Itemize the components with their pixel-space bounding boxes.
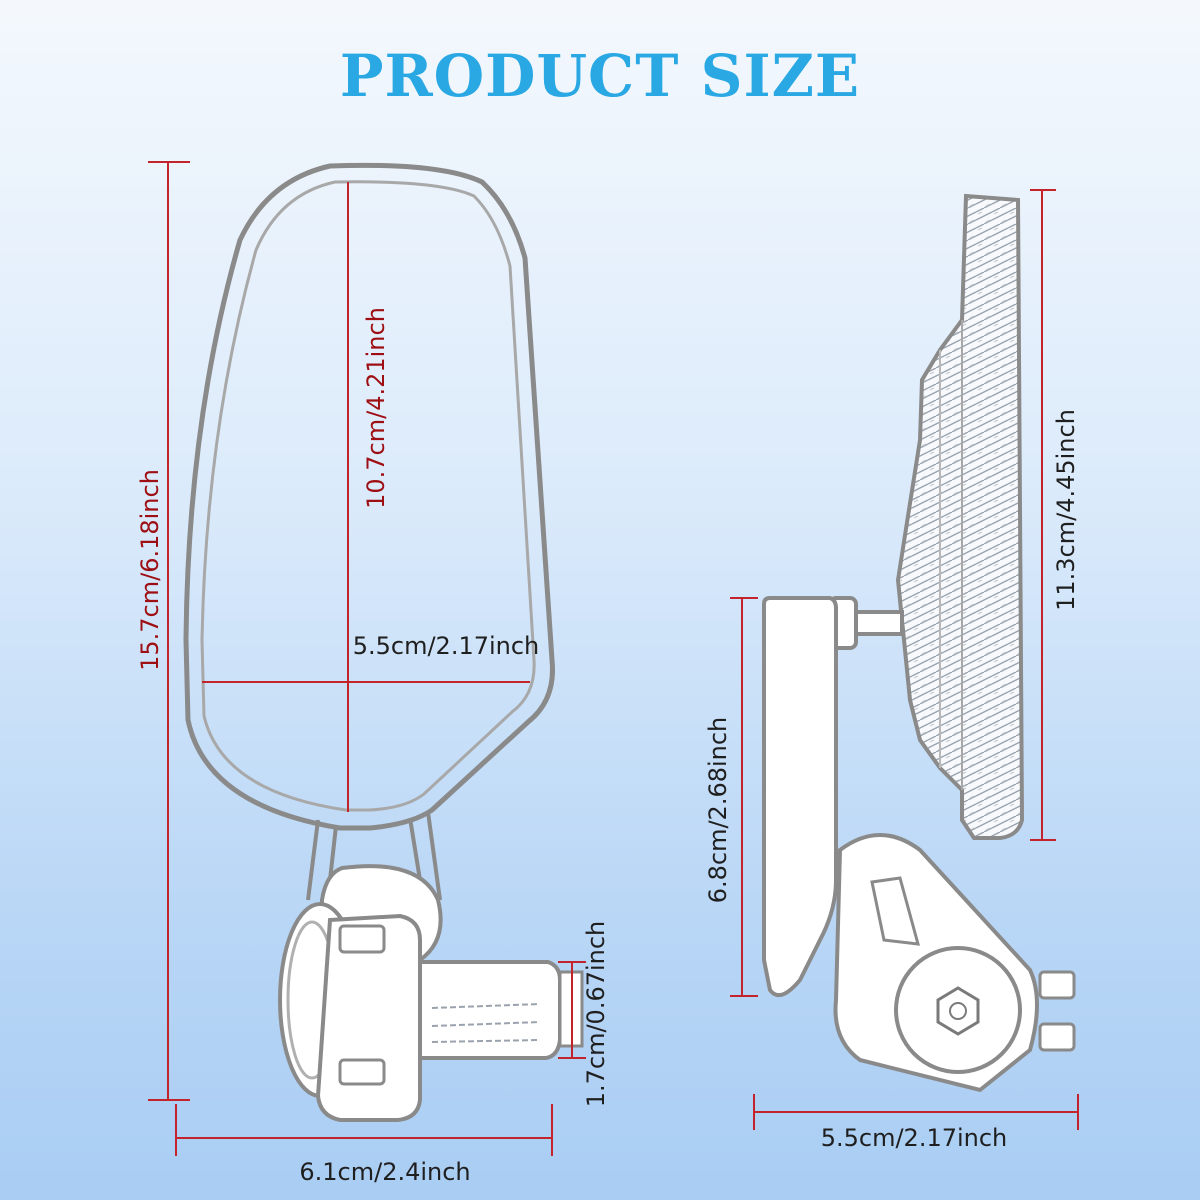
side-arm-height-label: 6.8cm/2.68inch	[704, 717, 732, 904]
side-view-arm	[762, 596, 1076, 1093]
front-view-clamp	[278, 864, 584, 1122]
front-overall-height-label: 15.7cm/6.18inch	[136, 469, 164, 671]
dimension-lines	[148, 161, 1079, 1156]
side-mirror-height-label: 11.3cm/4.45inch	[1052, 409, 1080, 611]
front-plug-diameter-label: 1.7cm/0.67inch	[582, 921, 610, 1108]
side-overall-width-label: 5.5cm/2.17inch	[821, 1124, 1008, 1152]
front-mirror-width-label: 5.5cm/2.17inch	[353, 632, 540, 660]
front-mirror-height-label: 10.7cm/4.21inch	[362, 307, 390, 509]
front-view-mirror	[183, 162, 555, 901]
side-view-mirror	[895, 193, 1025, 840]
front-overall-width-label: 6.1cm/2.4inch	[299, 1158, 470, 1186]
page-title: PRODUCT SIZE	[339, 42, 861, 110]
